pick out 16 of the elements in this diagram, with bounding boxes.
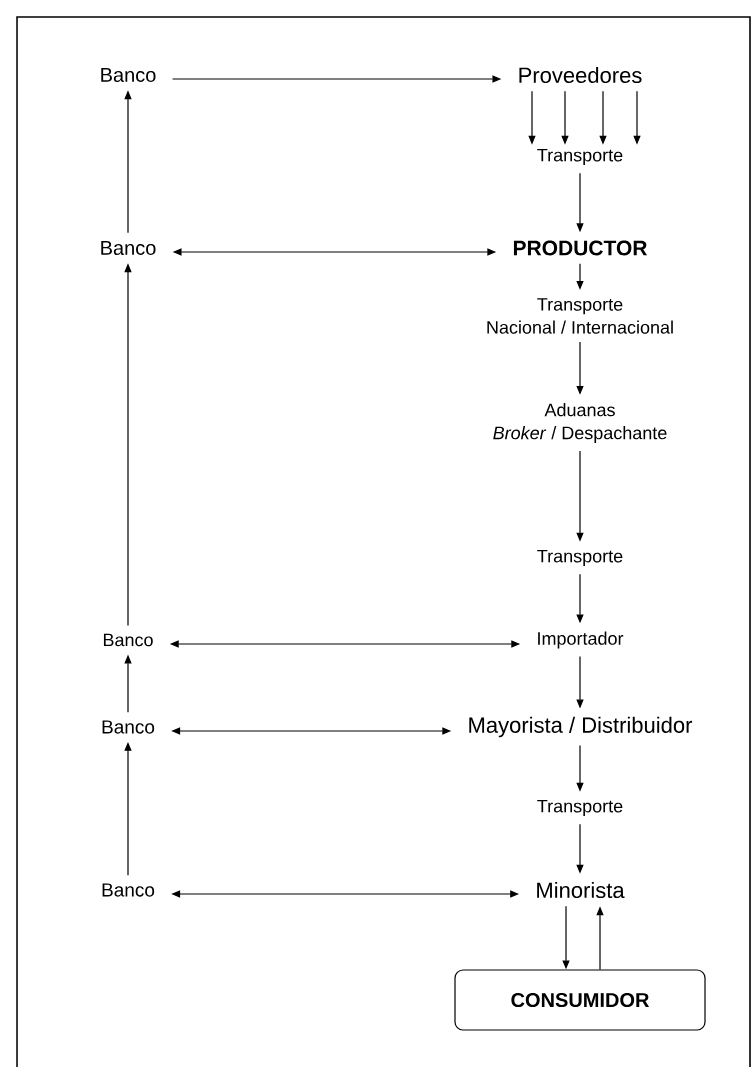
flow-label: Transporte [537,799,623,817]
flow-label: Minorista [537,881,625,899]
flow-label: Banco [101,68,156,82]
flow-label: Banco [101,241,156,255]
flow-label: Importador [538,631,624,649]
flow-label: Banco [103,633,153,647]
flow-label: Mayorista / Distribuidor [469,716,693,738]
consumer-box: CONSUMIDOR [454,969,706,1031]
flow-label: Aduanas Broker / Despachante [493,403,667,443]
flow-label: Proveedores [519,66,642,84]
flow-label: Banco [102,720,155,734]
flow-label: Banco [102,883,155,897]
flow-label: Transporte [537,549,623,567]
flow-label: Transporte [537,148,623,166]
flow-label: PRODUCTOR [513,240,648,256]
flow-label: Transporte Nacional / Internacional [487,298,673,334]
